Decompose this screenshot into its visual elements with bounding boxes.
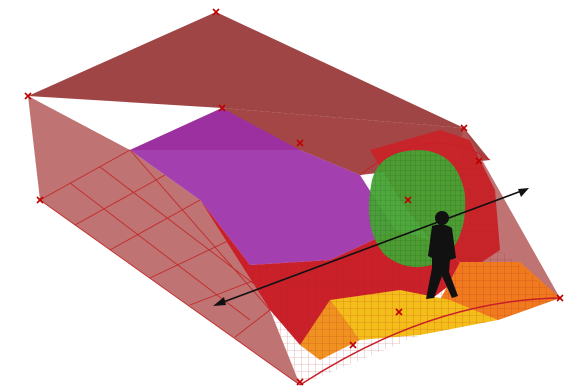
x-marker-icon bbox=[460, 124, 468, 132]
x-marker-icon bbox=[36, 196, 44, 204]
x-marker-icon bbox=[475, 157, 483, 165]
mesh-overlay bbox=[200, 140, 560, 385]
x-marker-icon bbox=[218, 104, 226, 112]
x-marker-group bbox=[24, 8, 564, 386]
x-marker-icon bbox=[395, 308, 403, 316]
left-face-grid bbox=[39, 149, 301, 386]
x-marker-icon bbox=[296, 139, 304, 147]
double-arrow-icon bbox=[213, 188, 529, 306]
x-marker-icon bbox=[212, 8, 220, 16]
x-marker-icon bbox=[349, 341, 357, 349]
tunnel-arch bbox=[299, 297, 561, 386]
x-marker-icon bbox=[24, 92, 32, 100]
tunnel-ceiling-curve bbox=[359, 142, 491, 176]
left-face bbox=[28, 96, 300, 385]
x-marker-icon bbox=[404, 196, 412, 204]
purple-region bbox=[130, 108, 395, 265]
top-face bbox=[28, 12, 464, 128]
x-marker-icon bbox=[296, 378, 304, 386]
x-marker-icon bbox=[556, 294, 564, 302]
